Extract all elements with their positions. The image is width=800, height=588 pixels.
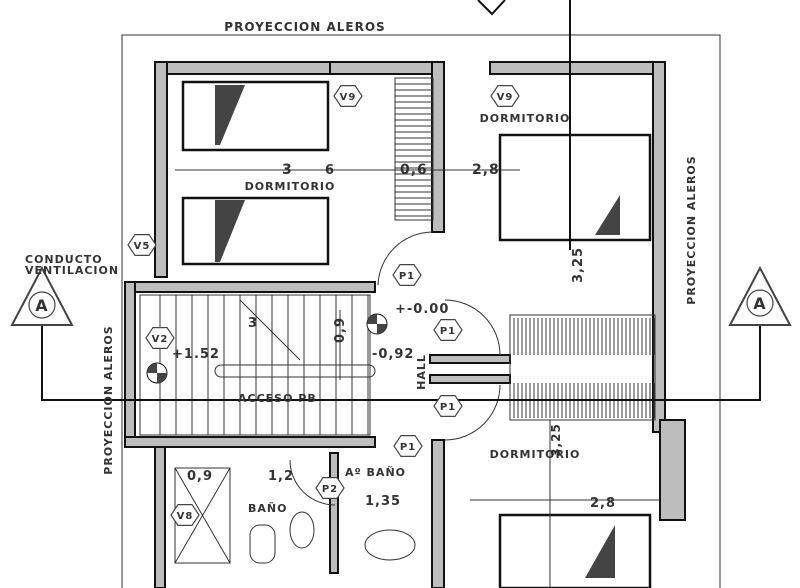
section-label: A: [35, 296, 48, 315]
section-label: A: [753, 294, 766, 313]
door-swing: [444, 299, 501, 356]
bed: [181, 80, 330, 152]
door-swing: [444, 384, 501, 441]
tag-label: V2: [152, 334, 169, 345]
dimension-label: 3: [282, 162, 293, 178]
level-marker-icon: [366, 313, 388, 335]
toilet: [289, 511, 315, 549]
tag-label: P1: [400, 442, 416, 453]
dimension-label: 1,2: [268, 469, 294, 484]
eave-outline: [121, 34, 721, 588]
level-stair: +1.52: [172, 347, 220, 362]
tag-label: P1: [399, 271, 415, 282]
room-label-hall: HALL: [415, 354, 428, 390]
section-marker-right: A: [728, 265, 792, 326]
duct-label: VENTILACION: [25, 264, 119, 277]
bed: [498, 513, 652, 588]
tag-p1-a: P1: [392, 264, 422, 286]
room-label-access: ACCESO PB: [238, 392, 317, 405]
bed: [498, 133, 652, 242]
dimension-label: 1,35: [365, 494, 401, 509]
eave-label-left: PROYECCION ALEROS: [102, 325, 115, 474]
exterior-stair: [509, 314, 656, 421]
room-label-bedroom: DORMITORIO: [480, 112, 571, 125]
tag-p1-c: P1: [433, 395, 463, 417]
tag-label: V5: [134, 241, 151, 252]
tag-label: P1: [440, 326, 456, 337]
bidet: [249, 524, 276, 564]
dimension-label: 6: [325, 163, 335, 178]
tag-p1-b: P1: [433, 319, 463, 341]
interior-stair: [139, 77, 434, 436]
tag-label: V8: [177, 511, 194, 522]
door-swing: [289, 459, 336, 506]
bed: [181, 196, 330, 266]
room-label-bath: BAÑO: [248, 502, 287, 515]
section-marker-left: A: [10, 265, 74, 326]
dimension-label: 3,25: [571, 247, 586, 283]
dimension-label: 0,9: [333, 317, 348, 343]
eave-label-top: PROYECCION ALEROS: [224, 20, 385, 34]
sink: [364, 529, 416, 561]
tag-label: V9: [497, 92, 514, 103]
tag-v9-right: V9: [490, 84, 520, 108]
tag-p2: P2: [315, 477, 345, 499]
tag-v5: V5: [127, 234, 157, 256]
tag-v8: V8: [170, 504, 200, 527]
tag-label: P2: [322, 484, 338, 495]
eave-label-right: PROYECCION ALEROS: [685, 155, 698, 304]
tag-v9-left: V9: [333, 84, 363, 108]
walls: [124, 61, 686, 588]
level-marker-icon: [146, 362, 168, 384]
door-swing: [377, 231, 433, 286]
dimension-label: 3,25: [549, 423, 563, 457]
tag-v2: V2: [145, 327, 175, 349]
level-landing: -0,92: [372, 347, 414, 362]
north-arrow: [477, 0, 506, 16]
section-line: [41, 325, 761, 401]
level-hall: +-0.00: [395, 302, 449, 317]
room-label-bedroom: DORMITORIO: [245, 180, 336, 193]
tag-p1-d: P1: [393, 435, 423, 457]
duct-label: CONDUCTO: [25, 253, 103, 266]
dimension-label: 0,6: [400, 162, 428, 178]
tag-label: V9: [340, 92, 357, 103]
dimension-label: 3: [248, 316, 258, 331]
room-label-aux-bath: Aº BAÑO: [345, 466, 406, 479]
tag-label: P1: [440, 402, 456, 413]
dimension-label: 0,9: [187, 469, 213, 484]
room-label-bedroom: DORMITORIO: [490, 448, 581, 461]
dimension-label: 2,8: [590, 496, 616, 511]
dimension-label: 2,8: [472, 162, 500, 178]
